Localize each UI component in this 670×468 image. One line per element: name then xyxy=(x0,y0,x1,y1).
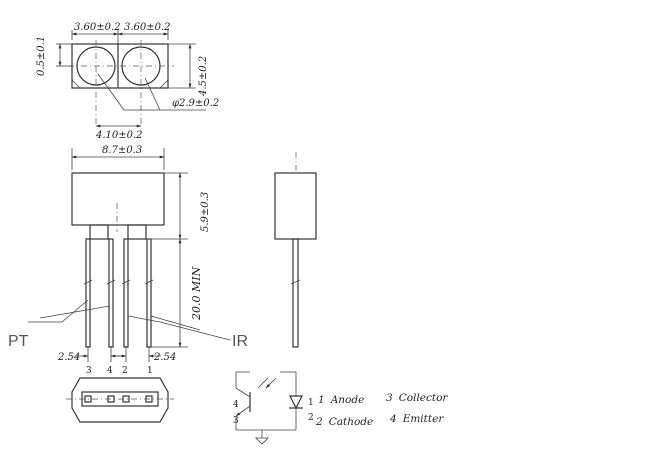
bottom-outline xyxy=(71,377,169,423)
schematic-pin-2: 2 xyxy=(308,413,314,423)
lens-diameter-leader-2 xyxy=(144,77,161,111)
pin-number: 3 xyxy=(86,366,92,376)
side-lead-break xyxy=(290,279,301,285)
schematic-pin-4: 4 xyxy=(233,400,239,410)
front-view: 8.7±0.3 5.9±0.3 20.0 MIN PT I xyxy=(8,145,248,363)
lead-4 xyxy=(108,238,114,348)
pt-leader-2 xyxy=(39,305,111,319)
dim-body-width-label: 8.7±0.3 xyxy=(102,145,142,156)
lead-2 xyxy=(123,238,129,348)
dim-lead-length-label: 20.0 MIN xyxy=(190,266,203,321)
lens-diameter-leader xyxy=(97,73,206,111)
pt-leader xyxy=(28,299,89,323)
light-arrows xyxy=(257,377,277,388)
pin-number: 2 xyxy=(122,366,128,376)
dim-body-height-label: 5.9±0.3 xyxy=(200,192,211,232)
pin-number: 4 xyxy=(107,366,113,376)
dim-offset-label: 0.5±0.1 xyxy=(36,36,47,76)
schematic-pin-3: 3 xyxy=(233,416,239,426)
lead-1 xyxy=(146,238,152,348)
top-view: 3.60±0.2 3.60±0.2 0.5±0.1 4.5±0.2 φ2.9±0… xyxy=(36,22,219,141)
dim-width-right-label: 3.60±0.2 xyxy=(124,22,171,33)
dim-pitch-right-label: 2.54 xyxy=(153,352,176,363)
schematic-pin-1: 1 xyxy=(308,398,314,408)
schematic: 4 3 1 2 xyxy=(233,371,314,445)
dim-width-left-label: 3.60±0.2 xyxy=(74,22,121,33)
side-body xyxy=(274,172,317,240)
ir-diode xyxy=(289,395,303,410)
ground-icon xyxy=(255,437,269,445)
ir-leader-2 xyxy=(150,315,201,331)
dim-pitch-left-label: 2.54 xyxy=(57,352,80,363)
side-view xyxy=(274,152,317,348)
top-view-chamfers xyxy=(71,79,169,89)
pt-collector xyxy=(235,387,251,398)
ir-label: IR xyxy=(232,333,248,350)
dim-top-height-label: 4.5±0.2 xyxy=(198,56,209,97)
side-lead xyxy=(292,238,299,348)
standoff-left xyxy=(89,224,109,240)
pt-emitter xyxy=(235,405,251,417)
bottom-view: 3 4 2 1 xyxy=(66,366,174,423)
lens-diameter-label: φ2.9±0.2 xyxy=(172,98,219,109)
ir-leader xyxy=(127,315,231,341)
lead-break-marks xyxy=(83,279,154,285)
schematic-top-rail xyxy=(235,371,297,388)
standoff-right xyxy=(127,224,147,240)
dim-lens-spacing-label: 4.10±0.2 xyxy=(95,130,143,141)
pt-label: PT xyxy=(8,333,29,350)
lead-3 xyxy=(85,238,91,348)
schematic-bottom-rail xyxy=(236,429,296,438)
front-body xyxy=(71,172,165,226)
pin-number: 1 xyxy=(147,366,153,376)
